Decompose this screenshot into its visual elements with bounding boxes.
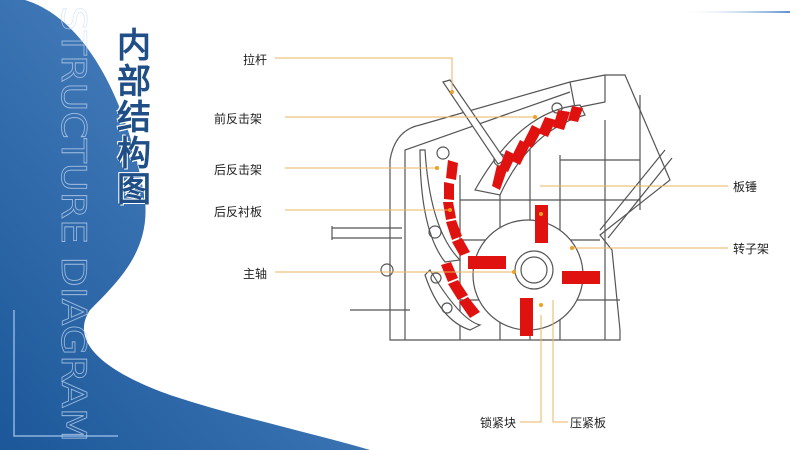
title-char: 结 bbox=[117, 98, 151, 138]
label-rear-impact-rack: 后反击架 bbox=[214, 163, 263, 177]
label-pull-rod: 拉杆 bbox=[243, 53, 268, 67]
label-blow-bar: 板锤 bbox=[733, 180, 758, 194]
title-char: 构 bbox=[117, 134, 151, 174]
label-front-impact-rack: 前反击架 bbox=[214, 112, 263, 126]
title-char: 图 bbox=[117, 170, 151, 210]
blow-bar-left bbox=[468, 256, 506, 269]
title-char: 部 bbox=[117, 62, 151, 102]
label-rotor-frame: 转子架 bbox=[733, 242, 770, 256]
label-rear-liner: 后反衬板 bbox=[214, 205, 263, 219]
crusher-outline bbox=[331, 74, 673, 341]
blow-bar-top bbox=[535, 205, 548, 243]
label-pressure-plate: 压紧板 bbox=[570, 416, 607, 430]
label-main-shaft: 主轴 bbox=[243, 267, 268, 281]
watermark-text: STRUCTURE DIAGRAM bbox=[53, 6, 93, 442]
red-hammers-liners bbox=[441, 106, 600, 336]
blow-bar-right bbox=[562, 271, 600, 284]
leader-lines bbox=[275, 57, 728, 423]
label-locking-block: 锁紧块 bbox=[480, 416, 517, 430]
blow-bar-bottom bbox=[520, 298, 533, 336]
page-title: 内 部 结 构 图 bbox=[114, 28, 154, 208]
title-char: 内 bbox=[117, 26, 151, 66]
